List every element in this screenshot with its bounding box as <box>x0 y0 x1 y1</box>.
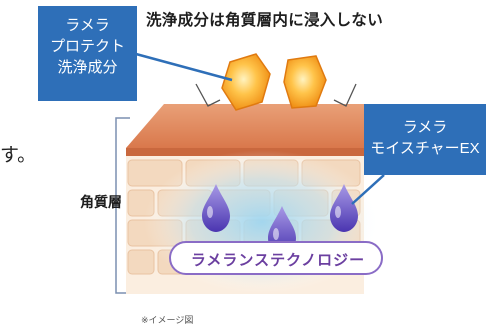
purple-droplet-icon <box>202 184 230 232</box>
callout-pointer-right <box>351 174 385 205</box>
callout-line: ラメラ <box>65 17 110 34</box>
layer-bracket <box>115 117 130 294</box>
image-note: ※イメージ図 <box>141 316 194 326</box>
callout-pointer-left <box>135 52 233 82</box>
skin-surface <box>126 104 364 156</box>
callout-cleansing-ingredient: ラメラ プロテクト 洗浄成分 <box>38 6 137 101</box>
diagram-title: 洗浄成分は角質層内に浸入しない <box>146 11 384 29</box>
callout-moisture-ex: ラメラ モイスチャーEX <box>364 104 486 175</box>
callout-line: モイスチャーEX <box>370 140 480 157</box>
arrow-icon <box>333 83 357 107</box>
body-text-fragment: す。 <box>0 144 37 166</box>
arrow-icon <box>195 83 221 107</box>
stratum-corneum-label: 角質層 <box>80 195 122 211</box>
technology-label: ラメランステクノロジー <box>190 251 366 269</box>
technology-pill <box>169 241 383 275</box>
purple-droplet-icon <box>330 184 358 232</box>
orange-particle-icon <box>283 55 327 109</box>
callout-line: ラメラ <box>402 119 448 136</box>
callout-line: プロテクト <box>49 38 125 55</box>
callout-line: 洗浄成分 <box>57 59 118 76</box>
orange-particle-icon <box>221 53 271 111</box>
